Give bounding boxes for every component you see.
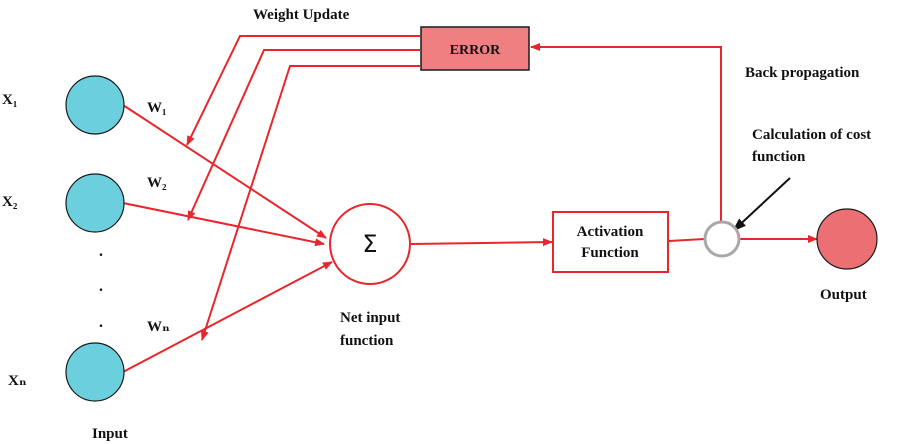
input-node-xn xyxy=(65,342,125,402)
wn-label: Wₙ xyxy=(147,319,170,335)
activation-label-line2: Function xyxy=(581,245,639,261)
output-label: Output xyxy=(820,287,867,303)
x1-label: X₁ xyxy=(2,92,17,108)
cost-calculation-node xyxy=(703,220,741,258)
weight-update-label: Weight Update xyxy=(253,7,350,23)
output-node xyxy=(816,208,878,270)
summation-node xyxy=(329,203,411,285)
arrow-error-to-wn xyxy=(200,65,420,341)
error-label: ERROR xyxy=(450,43,501,58)
input-node-x2 xyxy=(65,173,125,233)
activation-label-line1: Activation xyxy=(577,224,644,240)
ellipsis-dot-1: . xyxy=(99,243,103,260)
line-activation-to-cost xyxy=(668,238,705,242)
net-input-label-line2: function xyxy=(340,333,394,349)
x2-label: X₂ xyxy=(2,194,18,210)
input-node-x1 xyxy=(65,75,125,135)
cost-pointer-arrow xyxy=(732,177,791,232)
input-label: Input xyxy=(92,426,128,442)
activation-function-box xyxy=(552,211,669,273)
arrow-backpropagation-to-error xyxy=(530,43,722,222)
ellipsis-dot-2: . xyxy=(99,278,103,295)
net-input-label-line1: Net input xyxy=(340,310,400,326)
arrow-xn-to-sum xyxy=(122,261,333,373)
sigma-symbol: Σ xyxy=(362,230,377,258)
cost-label-line2: function xyxy=(752,149,806,165)
back-propagation-label: Back propagation xyxy=(745,65,860,81)
arrow-sum-to-activation xyxy=(410,238,553,247)
w2-label: W₂ xyxy=(147,175,167,191)
error-box xyxy=(420,26,530,71)
arrow-error-to-w2 xyxy=(187,49,420,221)
w1-label: W₁ xyxy=(147,100,167,116)
arrow-x2-to-sum xyxy=(122,202,325,247)
arrow-x1-to-sum xyxy=(122,104,327,239)
arrow-error-to-w1 xyxy=(186,35,420,146)
cost-label-line1: Calculation of cost xyxy=(752,127,871,143)
xn-label: Xₙ xyxy=(8,373,27,389)
ellipsis-dot-3: . xyxy=(99,314,103,331)
